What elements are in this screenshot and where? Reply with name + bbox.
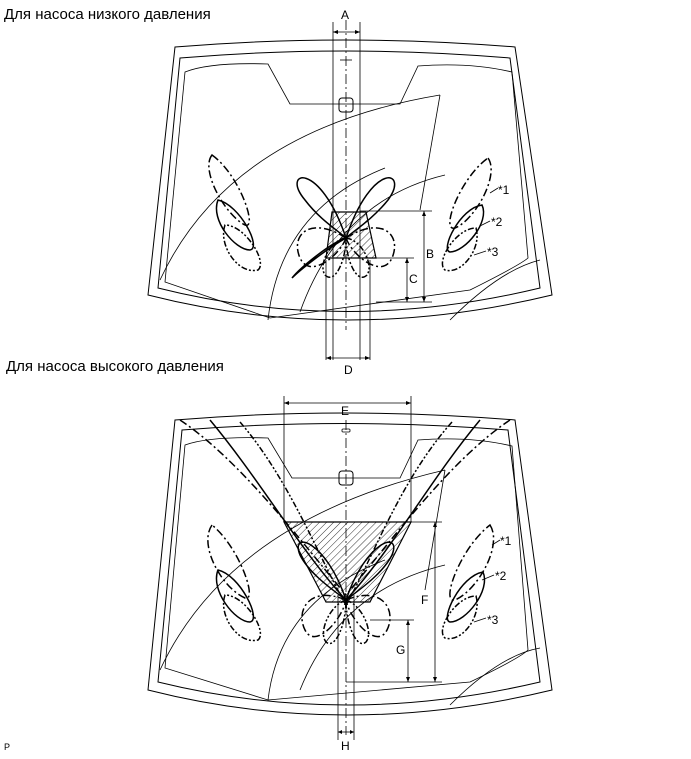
dim-label-d: D (344, 363, 353, 377)
callout-2-bottom: *2 (495, 569, 507, 583)
center-spray-top (291, 177, 396, 279)
target-zone-bottom (283, 521, 412, 603)
left-spray-top (208, 153, 261, 272)
right-spray-top (441, 156, 492, 272)
dim-label-h: H (341, 739, 350, 753)
low-pressure-heading: Для насоса низкого давления (4, 6, 211, 23)
callout-3-bottom: *3 (487, 613, 499, 627)
left-spray-bottom (207, 523, 261, 642)
callout-2-top: *2 (491, 215, 503, 229)
dim-label-a: A (341, 8, 349, 22)
dim-label-b: B (426, 247, 434, 261)
callout-1-bottom: *1 (500, 534, 512, 548)
high-pressure-heading: Для насоса высокого давления (6, 358, 224, 375)
corner-mark: P (4, 742, 11, 752)
right-spray-bottom (441, 523, 495, 640)
dim-label-f: F (421, 593, 428, 607)
windshield-outline-top (147, 39, 553, 321)
dim-label-e: E (341, 404, 349, 418)
callout-3-top: *3 (487, 245, 499, 259)
windshield-outline-bottom (147, 412, 553, 716)
center-spray-bottom (297, 541, 395, 645)
dim-label-c: C (409, 272, 418, 286)
dim-label-g: G (396, 643, 405, 657)
callout-1-top: *1 (498, 183, 510, 197)
high-pressure-figure: H E F G (147, 396, 553, 753)
low-pressure-figure: A D B C (147, 8, 553, 377)
